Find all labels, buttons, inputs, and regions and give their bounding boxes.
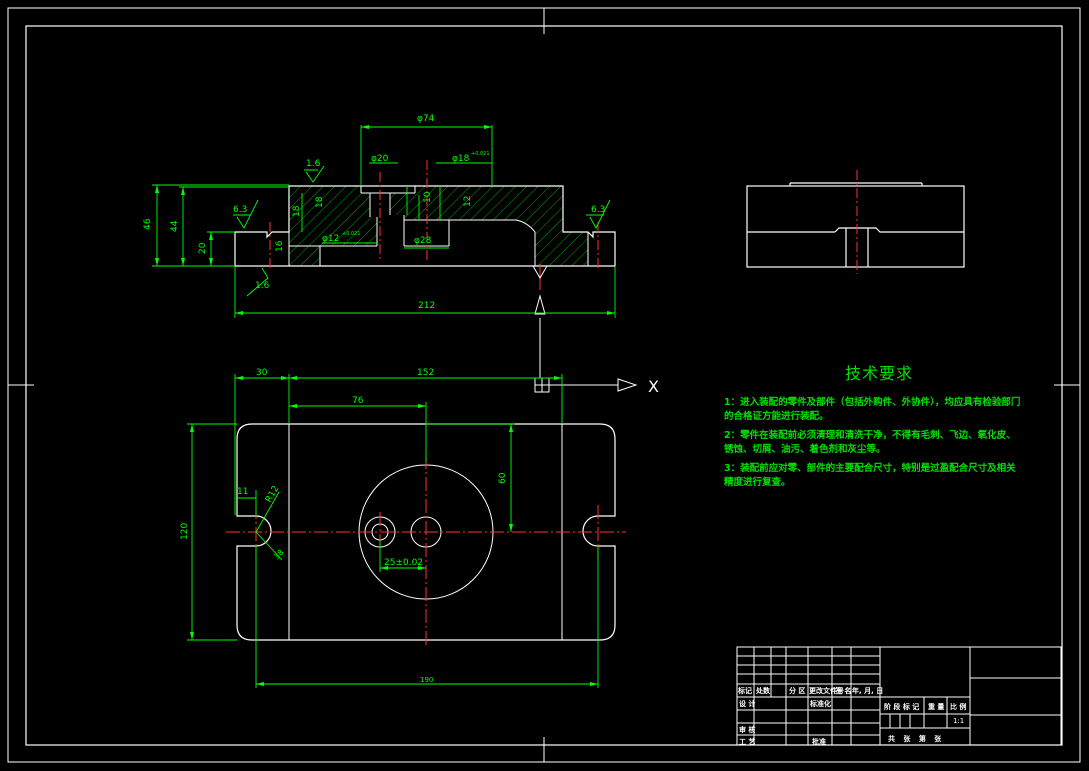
dim-v18-mid: 18 [315,196,325,208]
dim-phi74: φ74 [417,114,435,124]
dim-190: 190 [420,676,433,684]
section-hatch-right [390,186,588,266]
dim-152: 152 [417,368,434,378]
dim-v10: 10 [423,191,433,203]
tb-review: 审 核 [739,726,756,734]
tb-docno: 更改文件号 [809,687,844,695]
dim-phi18: φ18 [452,154,470,164]
tb-sign: 签 名 [835,687,852,695]
dim-phi28: φ28 [414,236,432,246]
section-arrowheads [155,125,615,315]
tb-scale: 比 例 [950,703,967,711]
title-block-grid [736,646,1062,746]
tb-approve: 批准 [812,738,826,746]
tb-sheets: 共 张 第 张 [888,735,945,743]
roughness-3: 1.6 [255,281,270,291]
tb-zone: 分 区 [789,687,806,695]
dim-v18-left: 18 [292,205,302,217]
tb-mark: 标记 [738,687,752,695]
roughness-2: 6.3 [233,205,247,215]
section-inner-lines [288,186,589,266]
plan-view-labels: 30 152 76 60 120 11 R12 38 25±0.02 190 [180,368,508,684]
dim-phi12: φ12 [322,234,339,244]
roughness-4: 6.3 [591,205,605,215]
weld-mark [532,265,548,279]
tb-stage: 阶 段 标 记 [884,703,920,711]
tb-standard: 标准化 [810,700,831,708]
dim-11: 11 [237,487,248,497]
tb-design: 设 计 [739,700,756,708]
tb-scale-value: 1:1 [953,717,965,725]
plan-view: X [187,318,659,688]
dim-height-46: 46 [143,218,153,230]
plan-centerlines [226,455,626,645]
section-view [152,125,616,318]
note-item-3: 3：装配前应对零、部件的主要配合尺寸，特别是过盈配合尺寸及相关精度进行复查。 [724,463,1016,488]
plan-arrowheads [190,376,598,686]
dim-phi20: φ20 [371,154,389,164]
roughness-symbols [233,165,611,297]
note-item-2: 2：零件在装配前必须清理和清洗干净，不得有毛刺、飞边、氧化皮、锈蚀、切屑、油污、… [724,430,1016,455]
axis-indicator [534,318,638,393]
dim-r12: R12 [264,484,282,504]
dim-width-212: 212 [418,301,435,311]
technical-requirements: 技术要求 1：进入装配的零件及部件（包括外购件、外协件），均应具有检验部门的合格… [724,360,1024,495]
dim-30: 30 [256,368,268,378]
dim-phi18-tolerance: +0.021 [471,151,490,157]
tb-process: 工 艺 [739,738,756,746]
dim-small: 38 [272,548,286,562]
tb-date: 年, 月, 日 [852,687,884,695]
dim-height-20: 20 [198,242,208,254]
roughness-1: 1.6 [306,159,321,169]
section-view-arrow [534,294,546,315]
tb-weight: 重 量 [928,703,945,711]
section-centerlines [269,160,599,270]
dim-height-44: 44 [170,220,180,232]
centering-marks [8,8,1080,762]
dim-76: 76 [352,396,364,406]
section-view-labels: φ74 φ20 φ18 +0.021 46 44 20 212 φ12 +0.0… [143,114,605,311]
dim-120: 120 [180,523,190,540]
dim-v16: 16 [275,240,285,252]
plan-dimension-lines [187,374,599,688]
notes-title: 技术要求 [845,364,914,383]
tb-count: 处数 [756,687,770,695]
note-item-1: 1：进入装配的零件及部件（包括外购件、外协件），均应具有检验部门的合格证方能进行… [724,397,1021,422]
axis-x-label: X [648,377,659,396]
dim-25: 25±0.02 [384,558,423,568]
dim-phi12-tolerance: +0.021 [342,231,361,237]
dim-v12: 12 [463,196,473,207]
dim-60: 60 [498,472,508,484]
section-dimension-lines [152,125,616,318]
side-view [746,182,965,268]
